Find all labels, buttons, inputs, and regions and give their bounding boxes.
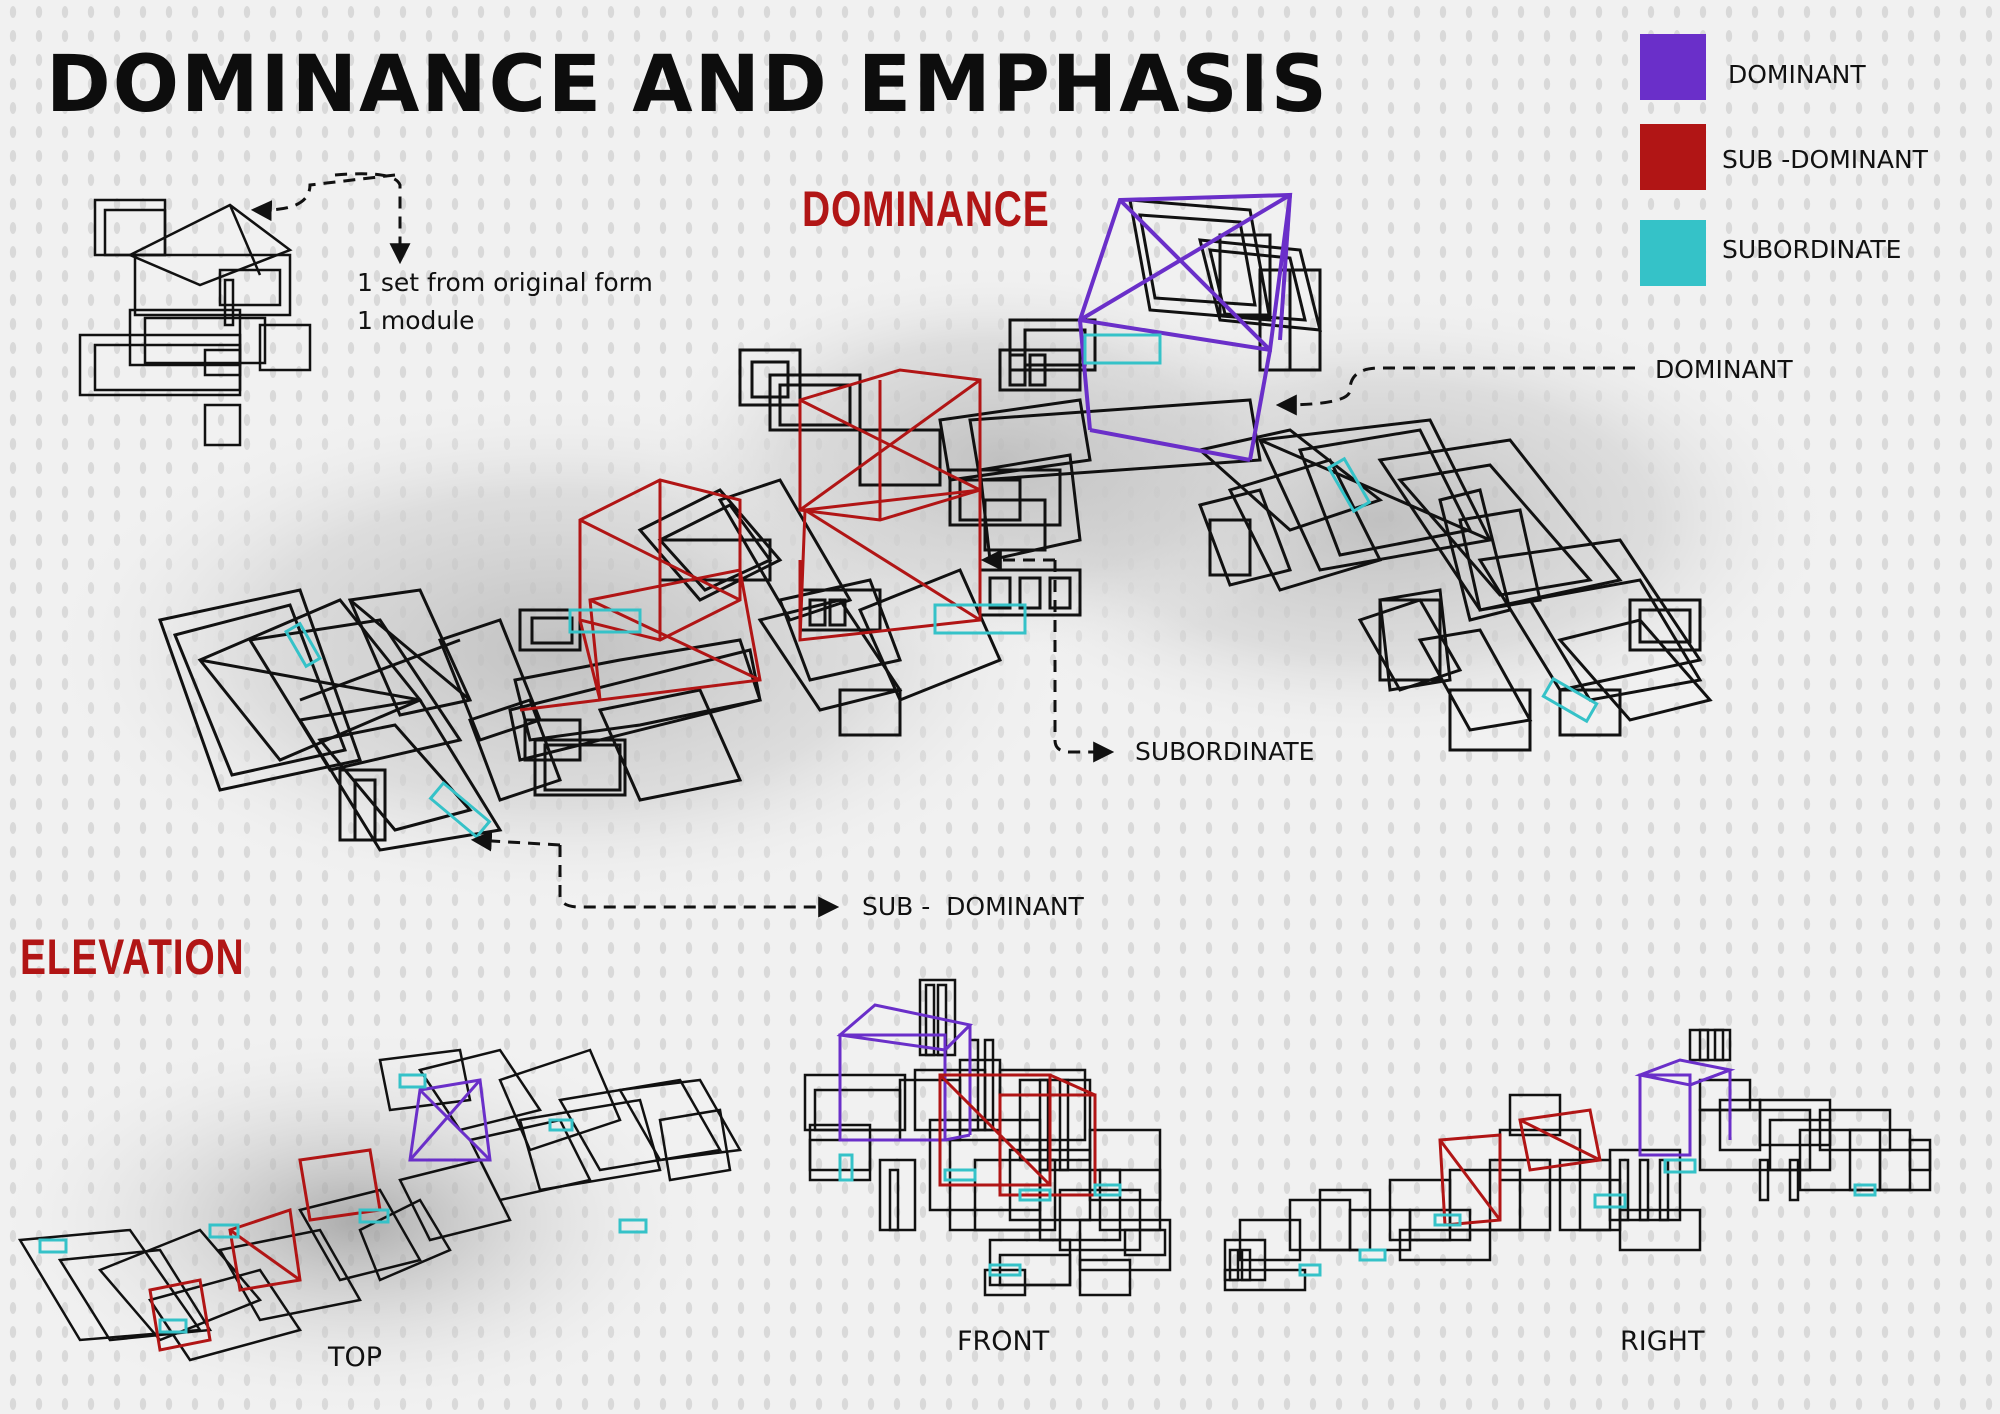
legend-label-dominant: DOMINANT [1728, 60, 1866, 89]
annotation-dominant: DOMINANT [1655, 355, 1793, 384]
front-view-subordinate [838, 1153, 1122, 1277]
right-view-dominant [1634, 1058, 1736, 1157]
annotation-original-form-line2: 1 module [357, 306, 475, 335]
view-label-front: FRONT [957, 1326, 1050, 1357]
annotation-original-form-line1: 1 set from original form [357, 268, 653, 297]
right-view-subordinate [1298, 1158, 1877, 1277]
legend-label-sub-dominant: SUB -DOMINANT [1722, 145, 1928, 174]
legend-swatch-dominant [1640, 34, 1706, 100]
front-view-sub-dominant [938, 1073, 1097, 1197]
right-view-sub-dominant [1438, 1108, 1602, 1227]
top-view-dominant [408, 1078, 492, 1162]
top-view-model [17, 1048, 743, 1362]
annotation-subordinate: SUBORDINATE [1135, 737, 1315, 766]
top-view-sub-dominant [148, 1148, 382, 1352]
view-label-right: RIGHT [1620, 1326, 1705, 1357]
main-shadow-center [640, 260, 1360, 660]
view-label-top: TOP [328, 1342, 383, 1373]
page-title: DOMINANCE AND EMPHASIS [46, 40, 1329, 130]
main-model-subordinate-forms [284, 333, 1599, 840]
front-view-dominant [836, 1003, 974, 1142]
section-heading-dominance: DOMINANCE [802, 181, 1050, 237]
right-view-model [1223, 1028, 1932, 1292]
legend-swatch-subordinate [1640, 220, 1706, 286]
legend-swatch-sub-dominant [1640, 124, 1706, 190]
main-model-black-wireframe [158, 198, 1713, 852]
annotation-connectors [250, 172, 1635, 918]
top-view-subordinate [38, 1073, 648, 1334]
section-heading-elevation: ELEVATION [20, 929, 245, 985]
annotation-sub-dominant: SUB - DOMINANT [862, 892, 1084, 921]
main-model-sub-dominant-forms [519, 368, 982, 712]
main-model-dominant-form [1077, 192, 1293, 462]
original-form-sketch [78, 198, 312, 447]
legend-label-subordinate: SUBORDINATE [1722, 235, 1902, 264]
